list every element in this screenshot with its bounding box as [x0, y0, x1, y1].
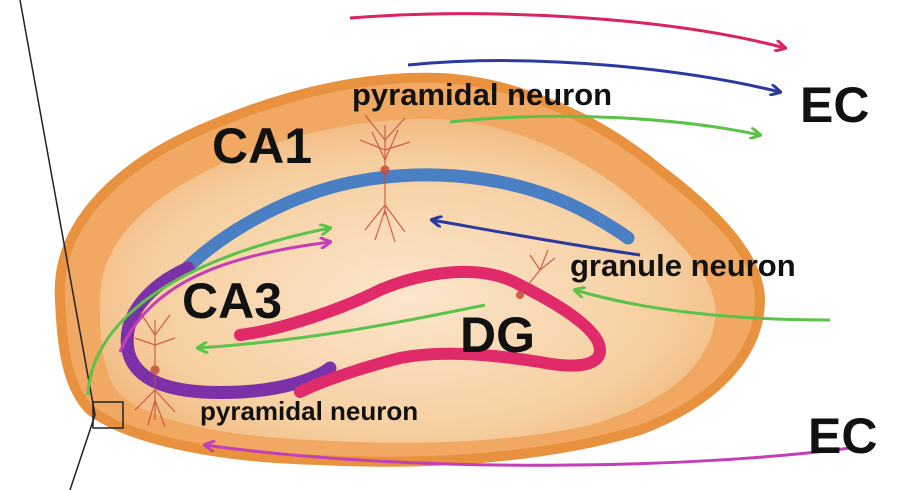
label-ca3: CA3 [182, 273, 282, 329]
label-ec-bottom: EC [808, 408, 877, 464]
arrow-red-to-ec [350, 14, 785, 48]
label-dg: DG [460, 307, 535, 363]
label-ec-top: EC [800, 77, 869, 133]
label-pyramidal-top: pyramidal neuron [352, 77, 612, 112]
label-granule: granule neuron [570, 248, 796, 283]
label-ca1: CA1 [212, 118, 312, 174]
label-pyramidal-bottom: pyramidal neuron [200, 396, 418, 426]
